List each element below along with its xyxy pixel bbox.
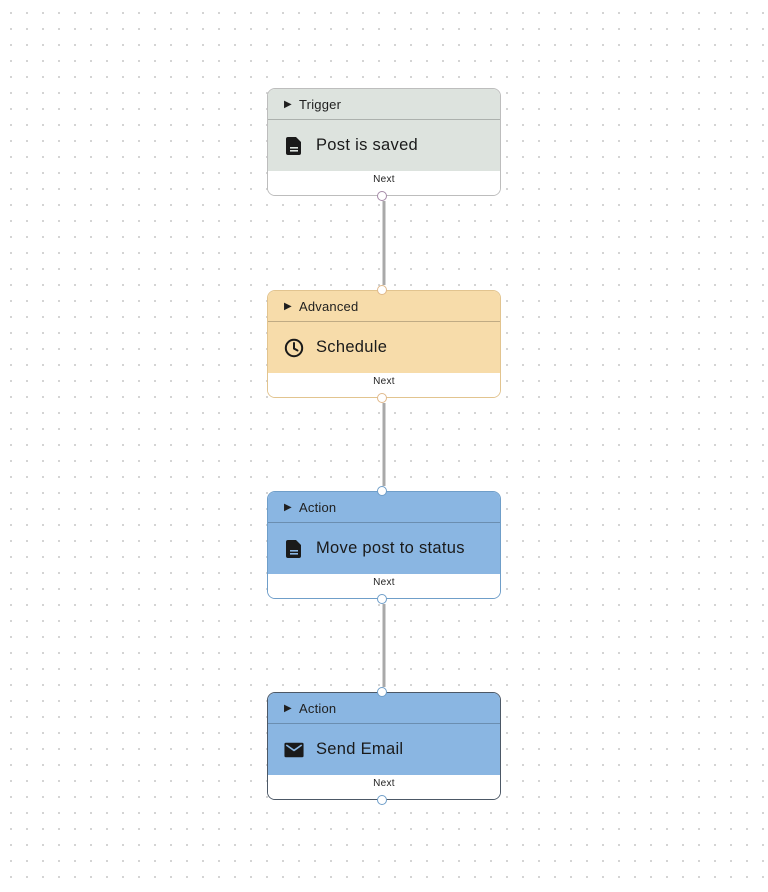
node-header[interactable]: ▶ Advanced: [268, 291, 500, 322]
clock-icon: [284, 338, 304, 358]
node-title: Send Email: [316, 740, 404, 758]
envelope-icon: [284, 740, 304, 760]
node-advanced-schedule[interactable]: ▶ Advanced Schedule Next: [267, 285, 501, 403]
output-handle[interactable]: [377, 191, 387, 201]
node-type-label: Action: [299, 499, 337, 515]
expand-caret-icon[interactable]: ▶: [284, 98, 292, 110]
node-header[interactable]: ▶ Action: [268, 693, 500, 724]
node-body[interactable]: Move post to status: [268, 523, 500, 574]
node-action-move-post-to-status[interactable]: ▶ Action Move post to status Next: [267, 486, 501, 604]
node-title: Move post to status: [316, 539, 465, 557]
node-type-label: Trigger: [299, 96, 342, 112]
input-handle[interactable]: [377, 687, 387, 697]
output-handle[interactable]: [377, 594, 387, 604]
document-icon: [284, 136, 304, 156]
node-header[interactable]: ▶ Trigger: [268, 89, 500, 120]
node-body[interactable]: Send Email: [268, 724, 500, 775]
node-type-label: Action: [299, 700, 337, 716]
node-body[interactable]: Schedule: [268, 322, 500, 373]
node-trigger-post-is-saved[interactable]: ▶ Trigger Post is saved Next: [267, 88, 501, 201]
node-action-send-email[interactable]: ▶ Action Send Email Next: [267, 687, 501, 805]
node-title: Post is saved: [316, 136, 419, 154]
node-type-label: Advanced: [299, 298, 359, 314]
expand-caret-icon[interactable]: ▶: [284, 300, 292, 312]
input-handle[interactable]: [377, 486, 387, 496]
document-icon: [284, 539, 304, 559]
input-handle[interactable]: [377, 285, 387, 295]
node-header[interactable]: ▶ Action: [268, 492, 500, 523]
expand-caret-icon[interactable]: ▶: [284, 702, 292, 714]
node-title: Schedule: [316, 338, 388, 356]
node-footer-next: Next: [268, 171, 500, 195]
expand-caret-icon[interactable]: ▶: [284, 501, 292, 513]
node-body[interactable]: Post is saved: [268, 120, 500, 171]
output-handle[interactable]: [377, 795, 387, 805]
output-handle[interactable]: [377, 393, 387, 403]
